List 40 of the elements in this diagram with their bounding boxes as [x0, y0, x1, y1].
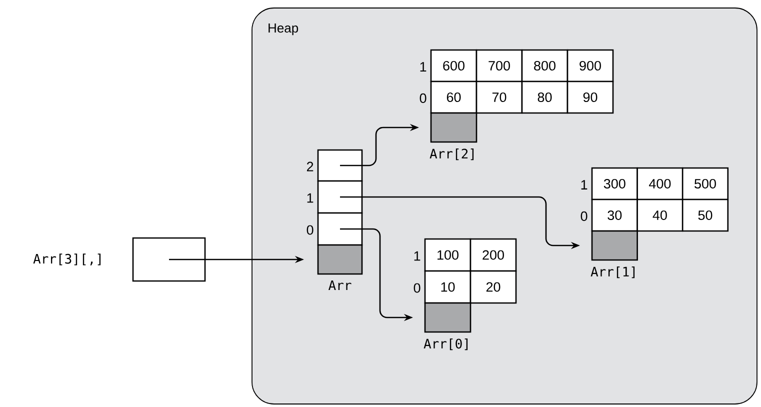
node-label: Arr[3][,] [33, 254, 101, 266]
array-cell: 50 [682, 198, 729, 232]
index-label: 0 [306, 225, 314, 235]
variable-box: Arr[3][,] [33, 237, 206, 282]
index-label: 1 [581, 180, 588, 190]
index-label: 1 [414, 251, 420, 261]
index-label: 0 [580, 211, 588, 221]
array-cell: 90 [566, 80, 614, 114]
array-cell: 800 [521, 49, 568, 82]
array-cell: 100 [424, 238, 472, 272]
array-name: Arr[2] [430, 148, 474, 160]
array-cell: 70 [476, 80, 523, 114]
array-cell: 60 [430, 80, 478, 114]
index-label: 0 [420, 93, 426, 103]
index-label: 2 [306, 162, 314, 172]
header-cell [430, 112, 478, 143]
array-name: Arr [328, 280, 352, 290]
index-label: 1 [307, 193, 314, 203]
array-cell: 400 [636, 167, 684, 200]
array-cell: 200 [470, 238, 517, 272]
array-name: Arr[0] [424, 338, 468, 350]
header-cell [317, 244, 363, 275]
array-cell [317, 180, 363, 214]
array-cell: 300 [591, 167, 638, 200]
header-cell [424, 302, 472, 333]
array-cell: 80 [521, 80, 568, 114]
array-cell: 20 [470, 270, 517, 304]
array-cell: 40 [636, 198, 684, 232]
array-cell [317, 212, 363, 246]
array-cell: 10 [424, 270, 472, 304]
array-cell [317, 149, 363, 182]
array-cell: 30 [591, 198, 638, 232]
index-label: 1 [420, 62, 426, 72]
array-cell: 500 [682, 167, 729, 200]
header-cell [591, 230, 638, 261]
index-label: 0 [414, 283, 420, 293]
array-cell: 900 [566, 49, 614, 82]
array-cell: 700 [476, 49, 523, 82]
array-cell: 600 [430, 49, 478, 82]
array-name: Arr[1] [590, 266, 635, 278]
